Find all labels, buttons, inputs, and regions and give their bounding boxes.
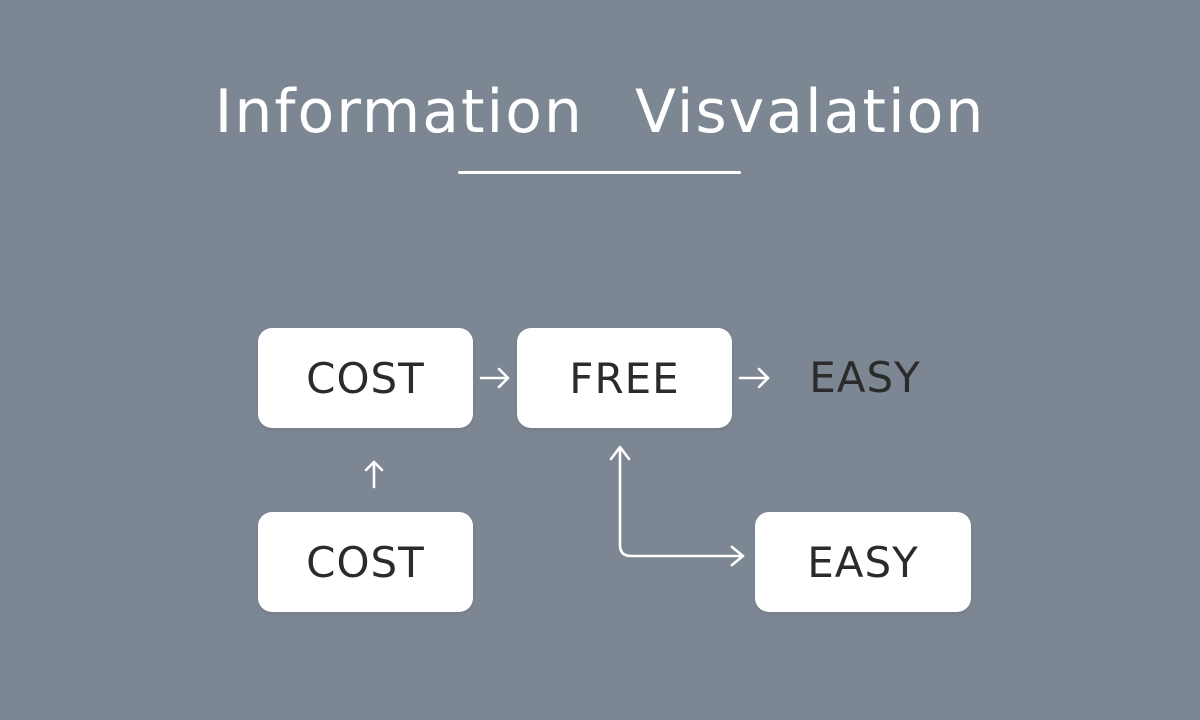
node-easy-bottom-label: EASY bbox=[807, 537, 919, 587]
title-underline bbox=[458, 171, 741, 174]
node-cost-top-label: COST bbox=[306, 353, 425, 403]
node-free-label: FREE bbox=[569, 353, 680, 403]
node-easy-bottom: EASY bbox=[755, 512, 971, 612]
node-cost-top: COST bbox=[258, 328, 473, 428]
node-free: FREE bbox=[517, 328, 732, 428]
node-easy-top-label: EASY bbox=[809, 353, 921, 402]
node-cost-bottom: COST bbox=[258, 512, 473, 612]
arrow-free-to-easy bbox=[738, 367, 770, 389]
title-word-2: Visvalation bbox=[635, 77, 986, 147]
arrow-cost-to-free bbox=[479, 367, 510, 389]
arrow-cost-bottom-to-cost-top bbox=[364, 460, 384, 489]
title-word-1: Information bbox=[214, 77, 584, 147]
page-title: Information Visvalation bbox=[0, 72, 1200, 152]
node-cost-bottom-label: COST bbox=[306, 537, 425, 587]
arrow-free-to-easy-bottom bbox=[609, 445, 745, 567]
